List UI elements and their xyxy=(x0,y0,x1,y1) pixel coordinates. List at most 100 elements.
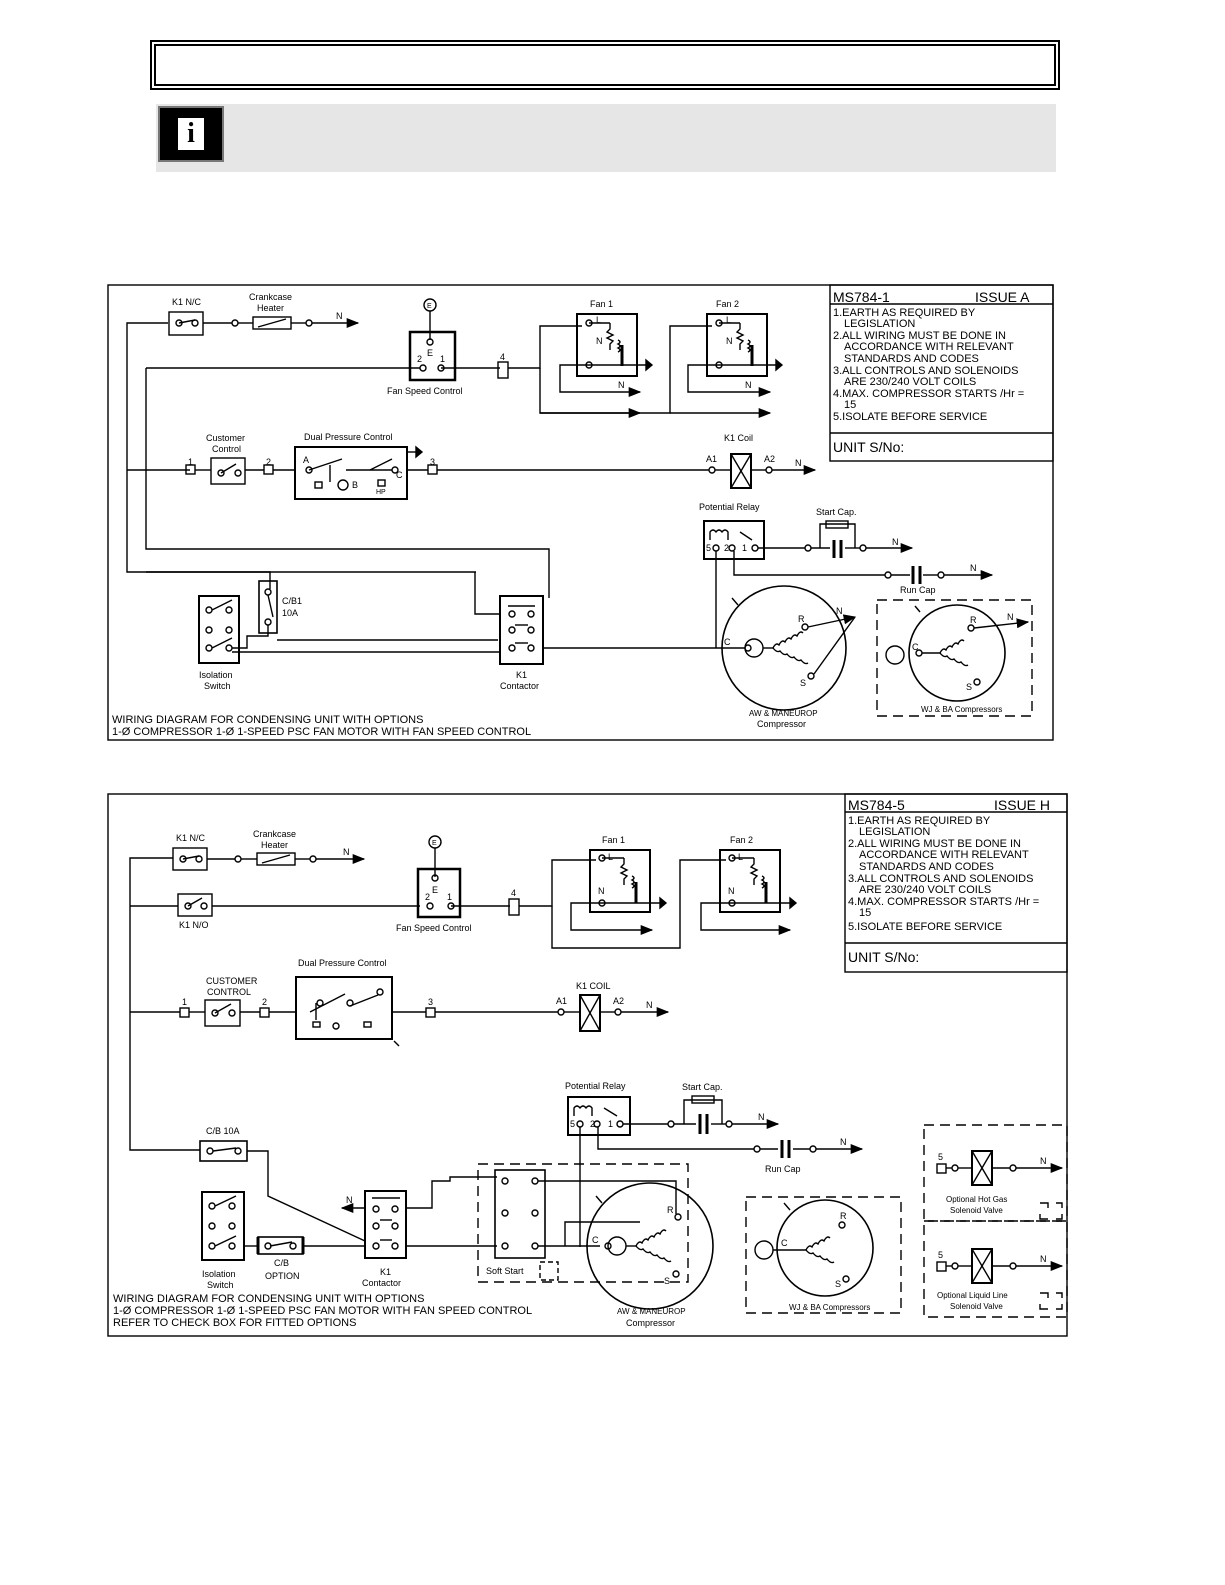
label-soft-start: Soft Start xyxy=(486,1266,524,1276)
label-r: R xyxy=(667,1205,674,1215)
diagram-2-labels: MS784-5 ISSUE H 1.EARTH AS REQUIRED BY L… xyxy=(113,797,1050,1329)
label-dual-pressure-control: Dual Pressure Control xyxy=(304,432,393,442)
note-line: 3.ALL CONTROLS AND SOLENOIDS xyxy=(833,365,1018,377)
note-line: ARE 230/240 VOLT COILS xyxy=(844,376,976,388)
terminal-label: 1 xyxy=(440,354,445,364)
terminal-label: 1 xyxy=(447,892,452,902)
label-fan-speed-control: Fan Speed Control xyxy=(396,923,472,933)
label-k1-coil: K1 Coil xyxy=(724,433,753,443)
label-k1-nc: K1 N/C xyxy=(176,833,206,843)
label-a1: A1 xyxy=(556,996,567,1006)
label-heater: Heater xyxy=(261,840,288,850)
note-line: STANDARDS AND CODES xyxy=(859,861,994,873)
label-switch: Switch xyxy=(204,681,231,691)
label-run-cap: Run Cap xyxy=(765,1164,801,1174)
label-dual-pressure-control: Dual Pressure Control xyxy=(298,958,387,968)
label-n: N xyxy=(346,1195,353,1205)
label-k1-coil: K1 COIL xyxy=(576,981,611,991)
diagram-1-labels: MS784-1 ISSUE A 1.EARTH AS REQUIRED BY L… xyxy=(112,289,1030,738)
diagram-caption: WIRING DIAGRAM FOR CONDENSING UNIT WITH … xyxy=(113,1293,424,1305)
diagram-1-frame xyxy=(107,284,1054,741)
label-c: C xyxy=(592,1235,599,1245)
diagram-2-frame xyxy=(107,793,1068,1337)
diagram-caption: WIRING DIAGRAM FOR CONDENSING UNIT WITH … xyxy=(112,714,423,726)
label-n: N xyxy=(970,563,977,573)
note-line: 2.ALL WIRING MUST BE DONE IN xyxy=(833,330,1006,342)
diagram-ms784-1 xyxy=(107,284,1054,741)
terminal-label: 2 xyxy=(417,354,422,364)
label-r: R xyxy=(798,614,805,624)
label-c: C xyxy=(396,470,403,480)
label-start-cap: Start Cap. xyxy=(682,1082,723,1092)
label-s: S xyxy=(664,1276,670,1286)
note-line: 2.ALL WIRING MUST BE DONE IN xyxy=(848,838,1021,850)
label-n: N xyxy=(618,380,625,390)
note-line: 15 xyxy=(859,907,871,919)
label-switch: Switch xyxy=(207,1280,234,1290)
terminal-label: 3 xyxy=(428,997,433,1007)
label-aw-maneurop: AW & MANEUROP xyxy=(749,709,818,718)
terminal-label: 5 xyxy=(570,1119,575,1129)
label-n: N xyxy=(795,458,802,468)
label-compressor: Compressor xyxy=(626,1318,675,1328)
diagram-caption: 1-Ø COMPRESSOR 1-Ø 1-SPEED PSC FAN MOTOR… xyxy=(112,726,531,738)
label-n: N xyxy=(1007,612,1014,622)
label-compressor: Compressor xyxy=(757,719,806,729)
note-line: 5.ISOLATE BEFORE SERVICE xyxy=(848,921,1002,933)
label-contactor: Contactor xyxy=(500,681,539,691)
label-crankcase: Crankcase xyxy=(249,292,292,302)
label-hot-gas-1: Optional Hot Gas xyxy=(946,1195,1007,1204)
label-contactor: Contactor xyxy=(362,1278,401,1288)
diagram-ms784-5 xyxy=(107,793,1068,1337)
note-line: ACCORDANCE WITH RELEVANT xyxy=(844,341,1014,353)
terminal-label: 3 xyxy=(430,457,435,467)
label-b: B xyxy=(352,480,358,490)
label-hot-gas-2: Solenoid Valve xyxy=(950,1206,1003,1215)
terminal-label: 2 xyxy=(425,892,430,902)
diagram-caption: 1-Ø COMPRESSOR 1-Ø 1-SPEED PSC FAN MOTOR… xyxy=(113,1305,532,1317)
label-k1: K1 xyxy=(516,670,527,680)
label-c: C xyxy=(912,642,919,652)
label-n: N xyxy=(1040,1254,1047,1264)
unit-serial-label: UNIT S/No: xyxy=(848,949,919,965)
terminal-label: 2 xyxy=(590,1119,595,1129)
earth-symbol: E xyxy=(427,303,432,310)
label-potential-relay: Potential Relay xyxy=(699,502,760,512)
note-line: 4.MAX. COMPRESSOR STARTS /Hr = xyxy=(848,896,1039,908)
label-n: N xyxy=(745,380,752,390)
label-k1-nc: K1 N/C xyxy=(172,297,202,307)
label-fan-1: Fan 1 xyxy=(590,299,613,309)
terminal-label: 2 xyxy=(262,997,267,1007)
label-k1-no: K1 N/O xyxy=(179,920,209,930)
label-l: L xyxy=(596,315,601,325)
label-control: Control xyxy=(212,444,241,454)
label-liquid-line-1: Optional Liquid Line xyxy=(937,1291,1008,1300)
terminal-label: 1 xyxy=(188,457,193,467)
label-potential-relay: Potential Relay xyxy=(565,1081,626,1091)
label-wj-ba: WJ & BA Compressors xyxy=(921,705,1002,714)
label-r: R xyxy=(840,1211,847,1221)
label-n: N xyxy=(728,886,735,896)
label-fan-1: Fan 1 xyxy=(602,835,625,845)
terminal-label: 1 xyxy=(742,543,747,553)
unit-serial-label: UNIT S/No: xyxy=(833,439,904,455)
label-s: S xyxy=(835,1279,841,1289)
label-n: N xyxy=(758,1112,765,1122)
note-line: 3.ALL CONTROLS AND SOLENOIDS xyxy=(848,873,1033,885)
label-fan-speed-control: Fan Speed Control xyxy=(387,386,463,396)
info-banner xyxy=(156,104,1056,172)
label-n: N xyxy=(836,606,843,616)
note-line: LEGISLATION xyxy=(844,318,915,330)
label-a2: A2 xyxy=(613,996,624,1006)
label-s: S xyxy=(800,678,806,688)
label-c: C xyxy=(781,1238,788,1248)
label-fan-2: Fan 2 xyxy=(730,835,753,845)
diagram-2-notes-box xyxy=(844,793,1068,973)
label-isolation: Isolation xyxy=(202,1269,236,1279)
header-frame xyxy=(150,40,1060,90)
label-a: A xyxy=(303,455,309,465)
label-customer: Customer xyxy=(206,433,245,443)
label-n: N xyxy=(892,537,899,547)
label-n: N xyxy=(726,336,733,346)
terminal-label: 1 xyxy=(608,1119,613,1129)
